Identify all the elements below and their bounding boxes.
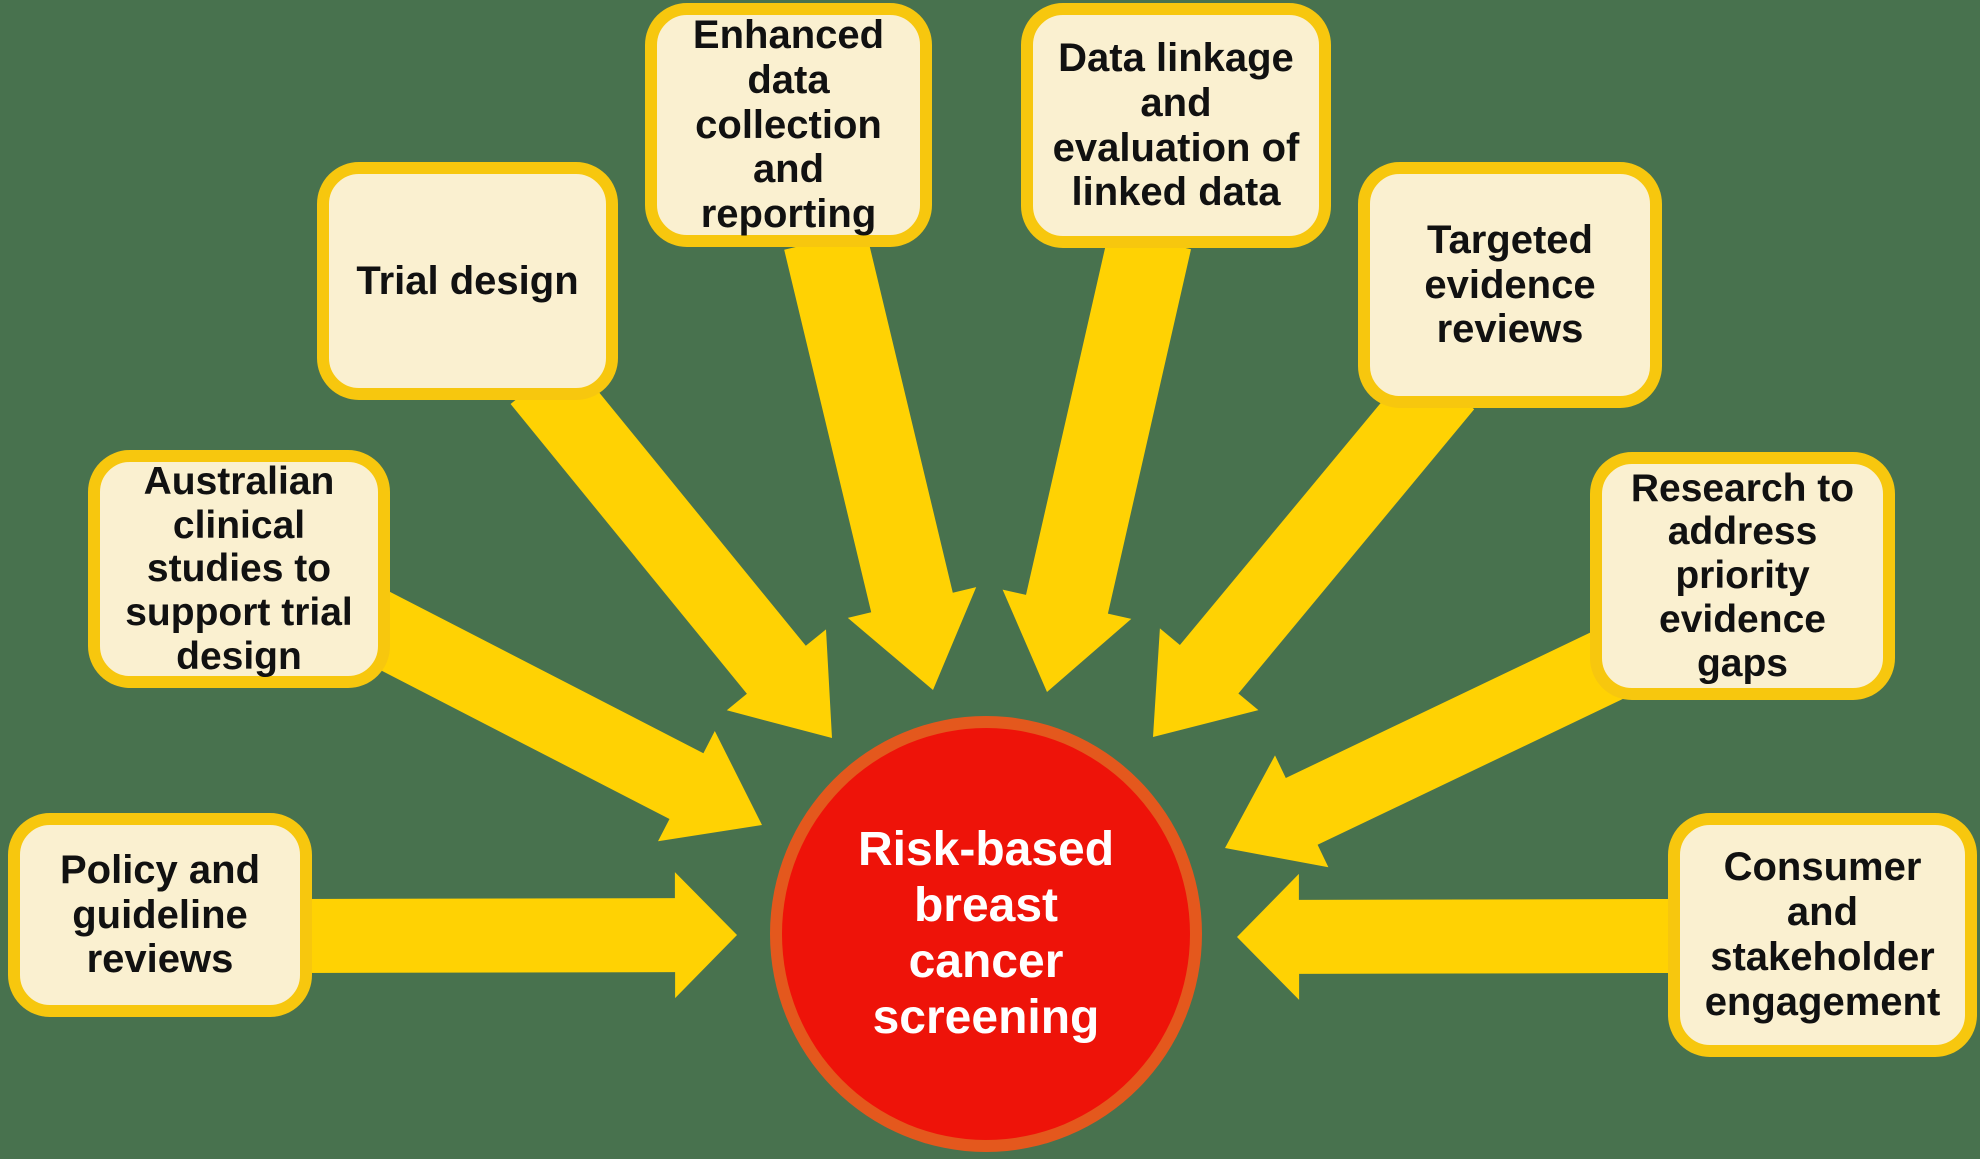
node-enhanced-data-collection: Enhanced data collection and reporting [645, 3, 932, 247]
node-australian-clinical-studies-label: Australian clinical studies to support t… [125, 459, 353, 678]
arrow-data-linkage [1002, 230, 1191, 692]
arrow-policy [299, 872, 737, 999]
node-targeted-evidence-reviews-label: Targeted evidence reviews [1424, 217, 1596, 352]
node-trial-design: Trial design [317, 162, 618, 400]
center-circle-label: Risk-based breast cancer screening [857, 822, 1115, 1045]
arrow-australian [343, 585, 762, 842]
arrow-targeted [1153, 360, 1475, 737]
arrow-enhanced [784, 230, 977, 690]
node-data-linkage: Data linkage and evaluation of linked da… [1021, 3, 1331, 248]
node-targeted-evidence-reviews: Targeted evidence reviews [1358, 162, 1662, 408]
node-policy-guideline-reviews: Policy and guideline reviews [8, 813, 312, 1017]
node-enhanced-data-collection-label: Enhanced data collection and reporting [692, 13, 885, 237]
node-data-linkage-label: Data linkage and evaluation of linked da… [1052, 35, 1300, 215]
node-australian-clinical-studies: Australian clinical studies to support t… [88, 450, 390, 688]
node-consumer-stakeholder-engagement-label: Consumer and stakeholder engagement [1704, 845, 1941, 1024]
node-research-evidence-gaps: Research to address priority evidence ga… [1590, 452, 1895, 700]
node-research-evidence-gaps-label: Research to address priority evidence ga… [1630, 466, 1855, 685]
node-trial-design-label: Trial design [356, 258, 579, 303]
arrow-research [1225, 611, 1666, 868]
arrow-trial [510, 356, 832, 738]
arrow-consumer [1237, 873, 1673, 1000]
node-consumer-stakeholder-engagement: Consumer and stakeholder engagement [1668, 813, 1977, 1057]
node-policy-guideline-reviews-label: Policy and guideline reviews [59, 847, 261, 982]
center-circle-risk-based-screening: Risk-based breast cancer screening [770, 716, 1202, 1152]
